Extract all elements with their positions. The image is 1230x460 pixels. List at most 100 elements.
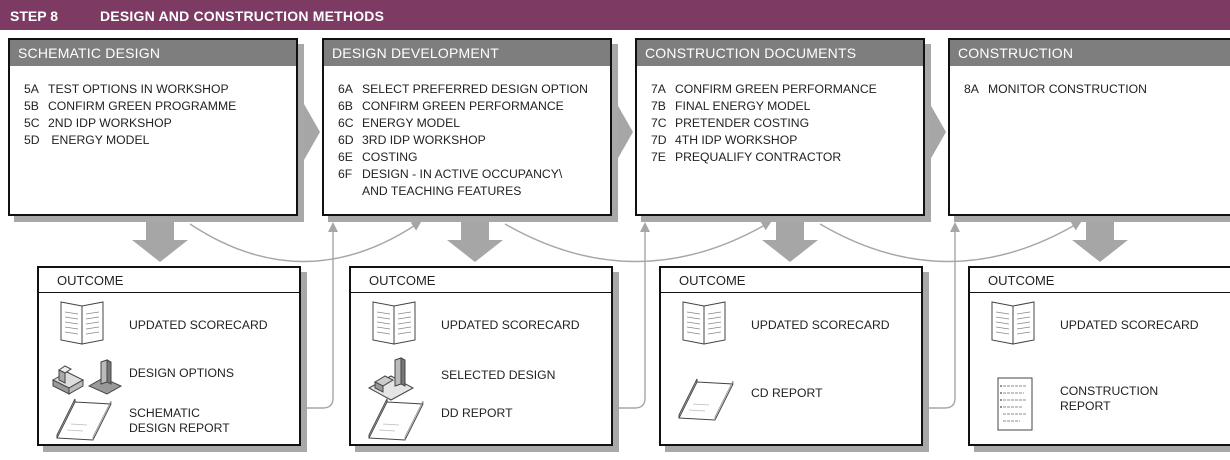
phase-task: 5B CONFIRM GREEN PROGRAMME [24, 98, 296, 115]
outcome-flow-arrow [1072, 222, 1128, 262]
task-code: 8A [964, 82, 979, 96]
outcome-feed-line [923, 222, 960, 409]
phase-flow-arrow [294, 104, 320, 160]
outcome-flow-arrow [447, 222, 503, 262]
outcome-label: UPDATED SCORECARD [751, 318, 890, 332]
task-text: 4TH IDP WORKSHOP [675, 133, 798, 147]
task-code: 7E [651, 150, 666, 164]
phase-task: 6E COSTING [338, 149, 610, 166]
phase-task: 6F DESIGN - IN ACTIVE OCCUPANCY\ [338, 166, 610, 183]
task-text: PREQUALIFY CONTRACTOR [675, 150, 842, 164]
task-text: FINAL ENERGY MODEL [675, 99, 811, 113]
task-text: CONFIRM GREEN PERFORMANCE [675, 82, 877, 96]
outcome-divider [39, 292, 299, 293]
scorecard-icon [677, 300, 731, 351]
phase-box: DESIGN DEVELOPMENT 6A SELECT PREFERRED DES… [322, 38, 612, 216]
task-code: 6A [338, 82, 353, 96]
task-text: COSTING [362, 150, 418, 164]
task-text: TEST OPTIONS IN WORKSHOP [48, 82, 229, 96]
phase-box: SCHEMATIC DESIGN 5A TEST OPTIONS IN WORKSH… [8, 38, 298, 216]
task-code: 7A [651, 82, 666, 96]
task-code: 6C [338, 116, 354, 130]
phase-flow-arrow [921, 104, 946, 160]
phase-task: 7E PREQUALIFY CONTRACTOR [651, 149, 923, 166]
task-text: CONFIRM GREEN PERFORMANCE [362, 99, 564, 113]
scorecard-icon [55, 300, 109, 351]
task-text: AND TEACHING FEATURES [362, 184, 522, 198]
phase-task: 6A SELECT PREFERRED DESIGN OPTION [338, 81, 610, 98]
task-text: PRETENDER COSTING [675, 116, 810, 130]
outcome-flow-arrow [132, 222, 188, 262]
outcome-divider [661, 292, 921, 293]
task-text: MONITOR CONSTRUCTION [988, 82, 1147, 96]
phase-task: 5D ENERGY MODEL [24, 132, 296, 149]
task-text: SELECT PREFERRED DESIGN OPTION [362, 82, 588, 96]
task-code: 6E [338, 150, 353, 164]
report-icon [365, 396, 425, 447]
outcome-title: OUTCOME [679, 273, 746, 288]
step-title: DESIGN AND CONSTRUCTION METHODS [100, 8, 385, 24]
step-number: STEP 8 [10, 8, 58, 24]
task-code: 5D [24, 133, 40, 147]
outcome-label: DD REPORT [441, 406, 513, 420]
phase-task-list: 8A MONITOR CONSTRUCTION [964, 81, 1230, 98]
outcome-feed-line [303, 222, 338, 409]
scorecard-icon [367, 300, 421, 351]
phase-task: 7C PRETENDER COSTING [651, 115, 923, 132]
outcome-divider [351, 292, 611, 293]
task-text: DESIGN - IN ACTIVE OCCUPANCY\ [362, 167, 563, 181]
outcome-box: OUTCOME UPDATED SCORECARD DESIGN OPTIONS… [37, 266, 301, 446]
outcome-box: OUTCOME UPDATED SCORECARD SELECTED DESIG… [349, 266, 613, 446]
outcome-label: CONSTRUCTION REPORT [1060, 384, 1159, 413]
outcome-box: OUTCOME UPDATED SCORECARD CONSTRUCTION R… [968, 266, 1230, 446]
outcome-label: SELECTED DESIGN [441, 368, 556, 382]
task-code: 5C [24, 116, 40, 130]
phase-flow-arrow [608, 104, 633, 160]
phase-title: CONSTRUCTION [950, 40, 1230, 66]
outcome-box: OUTCOME UPDATED SCORECARD CD REPORT [659, 266, 923, 446]
feedback-curve [189, 220, 422, 263]
design-options-icon [51, 354, 125, 403]
outcome-feed-line [613, 222, 650, 409]
outcome-title: OUTCOME [369, 273, 436, 288]
selected-design-icon [365, 354, 435, 409]
task-code: 6F [338, 167, 353, 181]
task-code: 7C [651, 116, 667, 130]
outcome-divider [970, 292, 1230, 293]
feedback-curve [819, 220, 1082, 263]
outcome-label: UPDATED SCORECARD [441, 318, 580, 332]
outcome-title: OUTCOME [988, 273, 1055, 288]
outcome-label: SCHEMATIC DESIGN REPORT [129, 406, 230, 435]
report-icon [53, 396, 113, 447]
phase-task: 6B CONFIRM GREEN PERFORMANCE [338, 98, 610, 115]
task-text: ENERGY MODEL [48, 133, 150, 147]
phase-title: CONSTRUCTION DOCUMENTS [637, 40, 923, 66]
phase-box: CONSTRUCTION 8A MONITOR CONSTRUCTION [948, 38, 1230, 216]
phase-box: CONSTRUCTION DOCUMENTS 7A CONFIRM GREEN PE… [635, 38, 925, 216]
task-text: CONFIRM GREEN PROGRAMME [48, 99, 237, 113]
step-banner: STEP 8 DESIGN AND CONSTRUCTION METHODS [0, 0, 1230, 30]
phase-title: SCHEMATIC DESIGN [10, 40, 296, 66]
outcome-label: CD REPORT [751, 386, 823, 400]
phase-title: DESIGN DEVELOPMENT [324, 40, 610, 66]
task-code: 5B [24, 99, 39, 113]
task-code: 6D [338, 133, 354, 147]
report-icon [675, 376, 735, 427]
outcome-title: OUTCOME [57, 273, 124, 288]
phase-task-list: 6A SELECT PREFERRED DESIGN OPTION 6B CONFIR… [338, 81, 610, 200]
task-code: 5A [24, 82, 39, 96]
outcome-label: UPDATED SCORECARD [1060, 318, 1199, 332]
construction-report-icon [986, 376, 1040, 439]
task-code [338, 183, 362, 200]
phase-task: 5A TEST OPTIONS IN WORKSHOP [24, 81, 296, 98]
task-code: 6B [338, 99, 353, 113]
outcome-flow-arrow [762, 222, 818, 262]
phase-task: 8A MONITOR CONSTRUCTION [964, 81, 1230, 98]
